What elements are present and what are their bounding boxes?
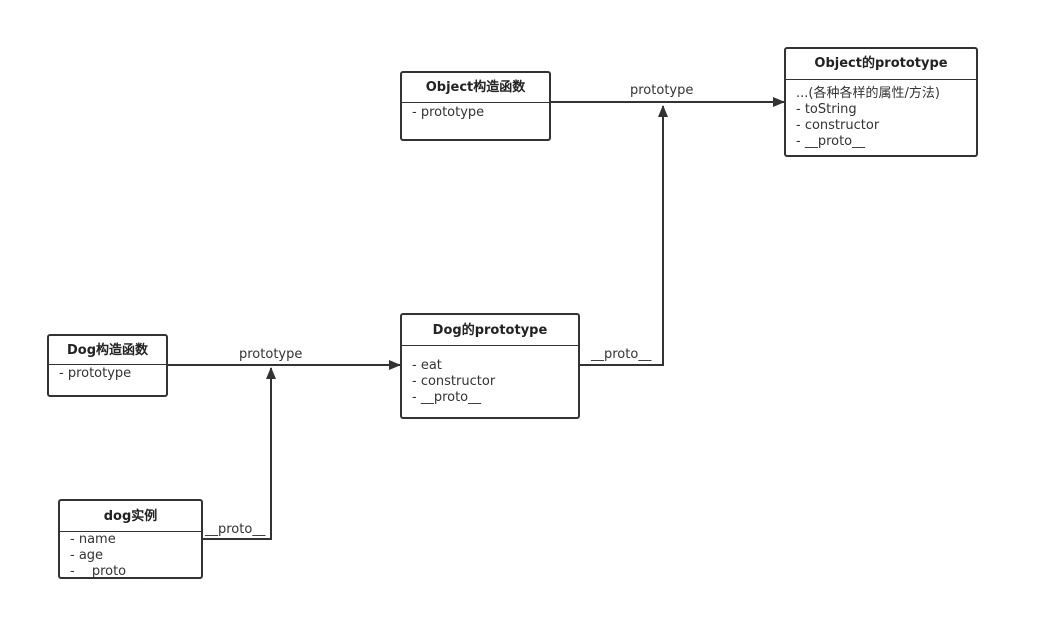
node-title: Object的prototype [786,49,976,80]
node-members: ...(各种各样的属性/方法) - toString - constructor… [786,80,976,150]
node-dog-constructor[interactable]: Dog构造函数 - prototype [47,334,168,397]
node-members: - name - age - __proto__ [60,532,201,580]
member-item: - eat [412,358,442,373]
node-title: Object构造函数 [402,73,549,103]
member-item: - constructor [796,118,880,133]
node-object-prototype[interactable]: Object的prototype ...(各种各样的属性/方法) - toStr… [784,47,978,157]
edge-label-dog-prototype: prototype [239,347,303,362]
edge-dogproto-proto [580,105,668,366]
edge-label-dogproto-proto: __proto__ [591,347,652,362]
member-item: - toString [796,102,857,117]
member-item: - __proto__ [70,564,140,579]
node-members: - prototype [402,103,549,121]
member-item: - prototype [59,366,132,381]
member-item: - __proto__ [796,134,866,149]
edge-label-instance-proto: __proto__ [205,522,266,537]
member-item: ...(各种各样的属性/方法) [796,86,940,101]
node-object-constructor[interactable]: Object构造函数 - prototype [400,71,551,141]
edge-label-object-prototype: prototype [630,83,694,98]
node-dog-instance[interactable]: dog实例 - name - age - __proto__ [58,499,203,579]
member-item: - age [70,548,104,563]
node-dog-prototype[interactable]: Dog的prototype - eat - constructor - __pr… [400,313,580,419]
member-item: - prototype [412,105,485,120]
member-item: - __proto__ [412,390,482,405]
node-title: Dog的prototype [402,315,578,346]
node-title: dog实例 [60,501,201,532]
member-item: - name [70,532,116,547]
node-members: - eat - constructor - __proto__ [402,346,578,406]
node-title: Dog构造函数 [49,336,166,365]
edge-instance-proto [203,367,276,540]
member-item: - constructor [412,374,496,389]
node-members: - prototype [49,365,166,382]
